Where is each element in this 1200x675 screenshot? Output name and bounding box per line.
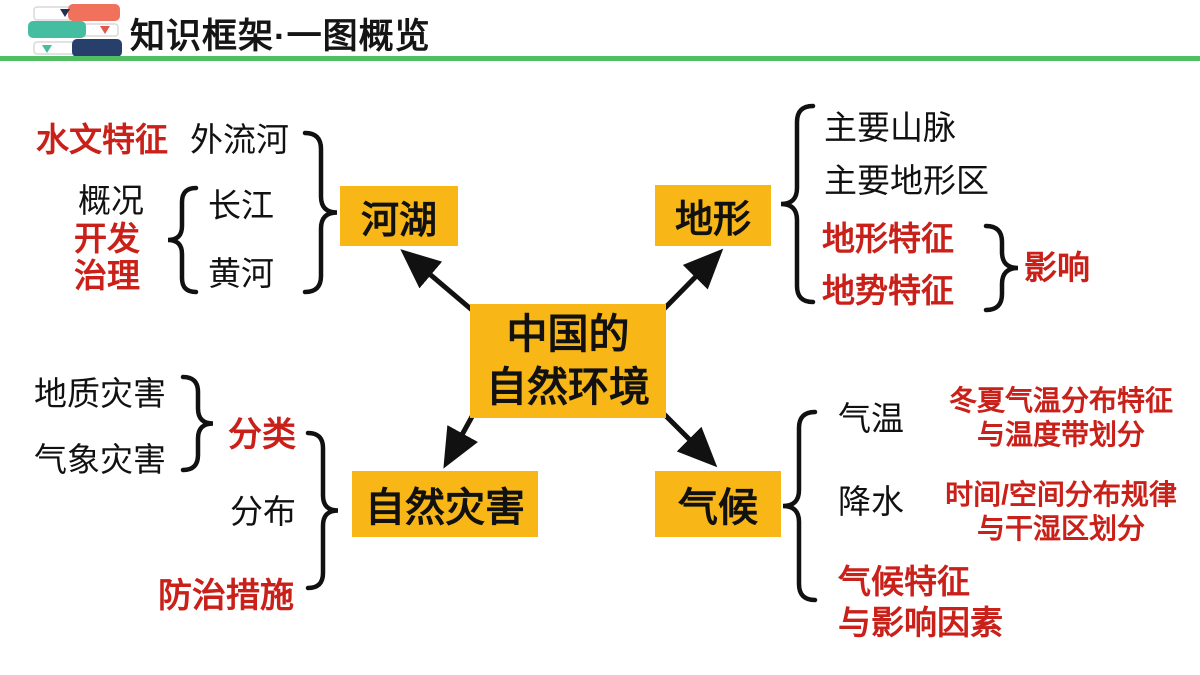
arrow-to-climate xyxy=(661,411,718,468)
climate-precip-note: 时间/空间分布规律 与干湿区划分 xyxy=(925,478,1197,545)
brace-terrain-items xyxy=(780,103,816,305)
climate-precip-note-line1: 时间/空间分布规律 xyxy=(945,479,1177,510)
climate-features-line2: 与影响因素 xyxy=(838,604,1003,642)
climate-features: 气候特征 与影响因素 xyxy=(838,561,1003,644)
arrow-to-terrain xyxy=(661,248,724,312)
terrain-influence: 影响 xyxy=(1024,249,1090,286)
brace-to-classification xyxy=(180,374,214,473)
brace-to-influence xyxy=(983,223,1019,313)
disasters-distribution: 分布 xyxy=(230,493,296,530)
climate-precipitation: 降水 xyxy=(838,483,904,520)
rivers-yellow-river: 黄河 xyxy=(208,255,274,292)
arrow-to-rivers xyxy=(400,249,474,312)
terrain-item-landform-regions: 主要地形区 xyxy=(824,162,989,199)
climate-box: 气候 xyxy=(655,471,781,537)
climate-features-line1: 气候特征 xyxy=(838,563,970,600)
disasters-prevention: 防治措施 xyxy=(158,577,294,615)
climate-temperature: 气温 xyxy=(838,400,904,437)
climate-temp-note: 冬夏气温分布特征 与温度带划分 xyxy=(930,384,1192,451)
rivers-hydro-features: 水文特征 xyxy=(36,121,168,158)
terrain-item-landform-features: 地形特征 xyxy=(822,220,954,257)
center-topic-box: 中国的 自然环境 xyxy=(470,304,666,418)
disasters-box: 自然灾害 xyxy=(352,471,538,537)
brace-yangtze-yellowriver xyxy=(167,185,199,295)
page-title: 知识框架·一图概览 xyxy=(130,17,431,56)
disasters-classification: 分类 xyxy=(228,416,296,454)
brace-climate-items xyxy=(782,409,818,603)
climate-precip-note-line2: 与干湿区划分 xyxy=(976,512,1145,544)
terrain-item-relief-features: 地势特征 xyxy=(822,272,954,309)
terrain-item-mountains: 主要山脉 xyxy=(824,109,956,146)
stacked-books-icon xyxy=(28,4,122,57)
disasters-meteorological: 气象灾害 xyxy=(34,441,166,478)
disasters-geological: 地质灾害 xyxy=(34,375,166,412)
climate-temp-note-line2: 与温度带划分 xyxy=(976,418,1145,450)
header-divider xyxy=(0,56,1200,61)
terrain-box: 地形 xyxy=(655,185,771,246)
rivers-development: 开发 xyxy=(74,220,140,257)
brace-to-disasters-box xyxy=(305,430,339,591)
center-topic-line2: 自然环境 xyxy=(486,364,650,410)
header: 知识框架·一图概览 xyxy=(0,0,1200,62)
brace-to-rivers-box xyxy=(302,130,338,295)
climate-temp-note-line1: 冬夏气温分布特征 xyxy=(948,385,1173,416)
rivers-box: 河湖 xyxy=(340,186,458,246)
rivers-overview: 概况 xyxy=(78,182,144,219)
arrow-to-disasters xyxy=(443,411,479,469)
rivers-yangtze: 长江 xyxy=(208,187,274,224)
rivers-outflow: 外流河 xyxy=(190,121,289,158)
center-topic-line1: 中国的 xyxy=(506,310,630,357)
rivers-management: 治理 xyxy=(74,257,140,294)
